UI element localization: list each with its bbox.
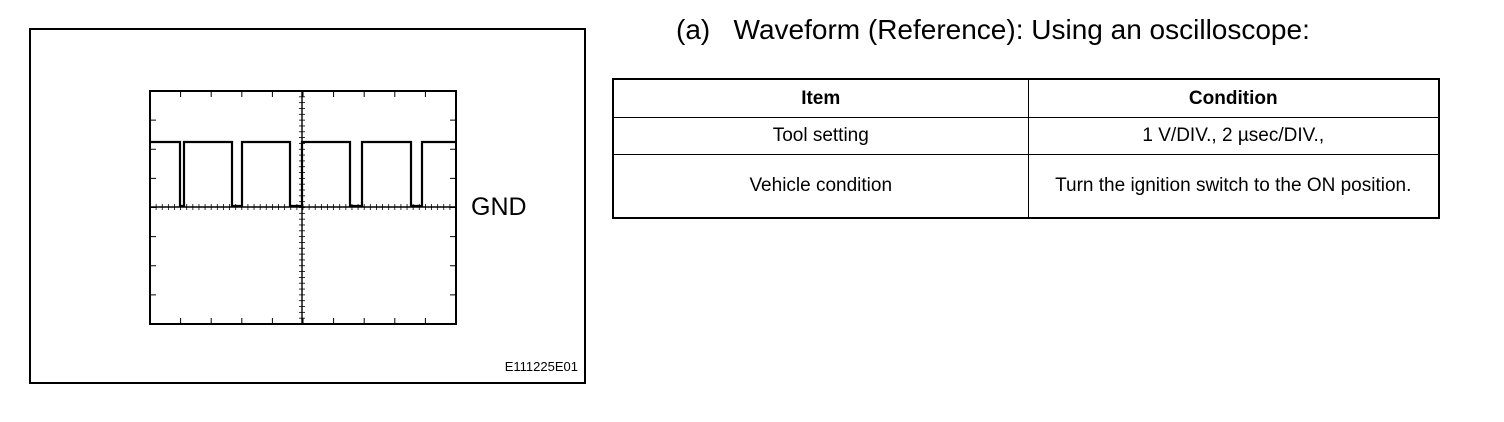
condition-text: 1 V/DIV., 2	[1142, 125, 1238, 146]
row-item-tool-setting: Tool setting	[612, 117, 1029, 155]
column-header-item: Item	[612, 78, 1029, 118]
table-row: Tool setting 1 V/DIV., 2 µsec/DIV.,	[612, 117, 1440, 155]
pulse-waveform	[150, 140, 455, 208]
page-heading: (a) Waveform (Reference): Using an oscil…	[676, 14, 1310, 45]
waveform-figure: GND E111225E01	[29, 28, 586, 384]
micro-symbol: µ	[1237, 125, 1249, 146]
row-item-vehicle-condition: Vehicle condition	[612, 154, 1029, 219]
table-row: Vehicle condition Turn the ignition swit…	[612, 154, 1440, 219]
table-header-row: Item Condition	[612, 78, 1440, 118]
column-header-condition: Condition	[1027, 78, 1440, 118]
scope-grid	[149, 90, 457, 325]
oscilloscope-screen	[149, 90, 457, 325]
condition-text-suffix: sec/DIV.,	[1248, 125, 1325, 146]
gnd-label: GND	[471, 193, 527, 221]
row-condition-vehicle-condition: Turn the ignition switch to the ON posit…	[1027, 154, 1440, 219]
row-condition-tool-setting: 1 V/DIV., 2 µsec/DIV.,	[1027, 117, 1440, 155]
condition-table: Item Condition Tool setting 1 V/DIV., 2 …	[612, 78, 1440, 219]
figure-code: E111225E01	[504, 359, 578, 374]
